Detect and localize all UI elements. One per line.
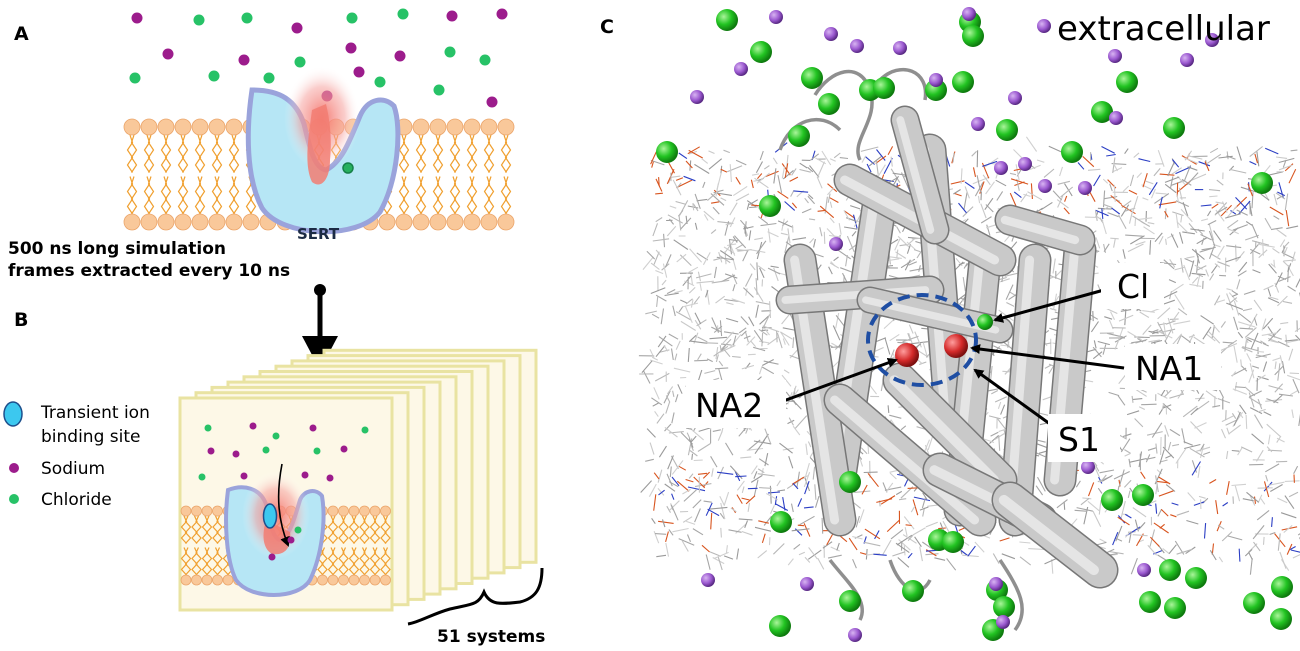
sodium-ion [238,54,250,66]
sodium-ion [486,96,498,108]
panel-b-front-frame-content [180,422,391,597]
legend-sodium-label: Sodium [41,459,105,479]
legend-binding-site-icon [3,401,23,427]
sodium-ion [291,22,303,34]
chloride-ion [374,76,386,88]
callout-na1-label: NA1 [1135,349,1203,388]
panel-b-letter: B [14,309,28,331]
sodium-ion [131,12,143,24]
legend-sodium-icon [9,463,19,473]
legend-chloride-icon [9,494,19,504]
callout-s1-label: S1 [1058,420,1100,459]
na1-ion [944,334,968,358]
callout-cl: Cl [1101,263,1164,309]
binding-site-icon [262,503,278,529]
binding-pocket-ring [866,293,978,387]
legend: Transient ion binding site Sodium Chlori… [3,401,150,510]
sodium-ion [345,42,357,54]
panel-a-sert-protein: SERT [245,66,401,243]
chloride-ion [263,72,275,84]
panel-c-md-ions [656,7,1293,642]
sodium-ion [353,66,365,78]
flow-arrow [302,284,338,370]
panel-c-letter: C [600,16,614,38]
panel-a-letter: A [14,23,29,45]
panel-c-sert-structure [775,68,1119,632]
sodium-ion [162,48,174,60]
chloride-ion [193,14,205,26]
sodium-ion [496,8,508,20]
callout-na2: NA2 [686,380,786,428]
chloride-ion [294,56,306,68]
legend-binding-site-line1: Transient ion [40,403,150,423]
chloride-ion [241,12,253,24]
sodium-ion [446,10,458,22]
panel-a-caption-line2: frames extracted every 10 ns [8,261,290,281]
chloride-ion [479,54,491,66]
systems-label: 51 systems [437,627,545,647]
callout-arrows [774,288,1125,426]
callout-na2-label: NA2 [695,386,763,425]
chloride-ion [433,84,445,96]
na2-ion [895,343,919,367]
callout-s1: S1 [1048,414,1120,462]
chloride-ion [444,46,456,58]
legend-binding-site-line2: binding site [41,427,140,447]
chloride-ion [129,72,141,84]
legend-chloride-label: Chloride [41,490,112,510]
systems-brace [407,567,544,626]
chloride-ion [346,12,358,24]
panel-a-caption-line1: 500 ns long simulation [8,239,226,259]
cl-ion [977,314,993,330]
extracellular-label: extracellular [1057,9,1270,49]
binding-pocket [866,293,993,387]
chloride-ion [208,70,220,82]
sert-label: SERT [297,225,340,243]
sodium-ion [394,50,406,62]
chloride-ion [397,8,409,20]
callout-cl-label: Cl [1117,267,1149,306]
callout-na1: NA1 [1125,344,1221,390]
